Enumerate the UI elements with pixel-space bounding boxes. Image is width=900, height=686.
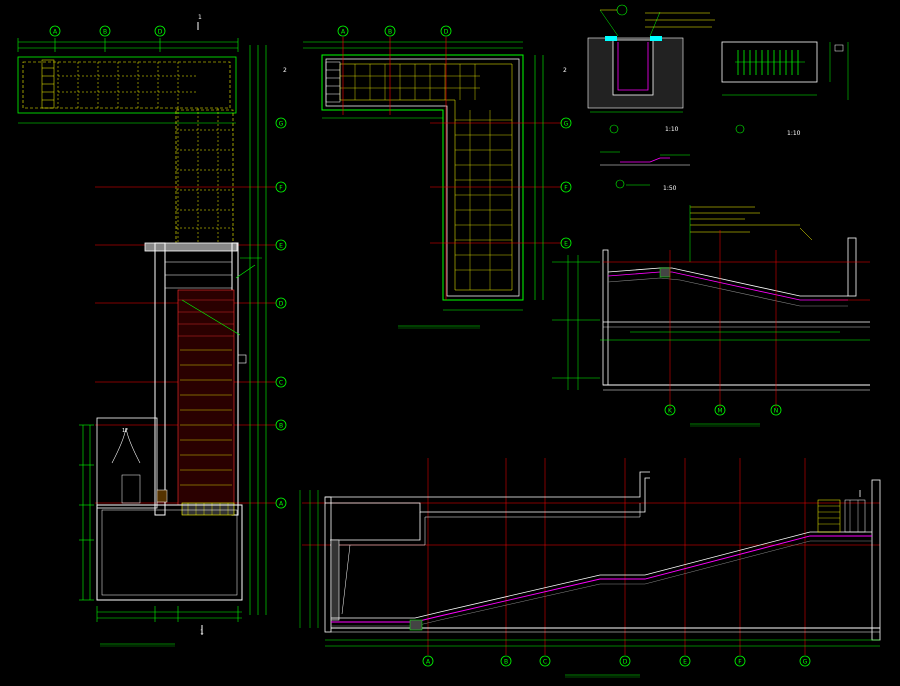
left-plan-top-grid-bubbles: A B D [49,25,166,37]
gate-label: 1F [122,428,128,434]
detail-1-scale: 1:10 [665,126,679,133]
detail-grate-plan[interactable]: 1:10 [721,41,849,137]
right-section-grid-bubbles: K M N [664,404,782,416]
svg-text:B: B [504,659,508,666]
detail-2-scale: 1:10 [787,130,801,137]
mid-plan-top-grid-bubbles: A B D [337,25,452,37]
svg-text:B: B [279,423,283,430]
svg-text:G: G [564,121,569,128]
detail-slope-profile[interactable]: 1:50 [600,151,690,192]
svg-text:B: B [388,29,392,36]
svg-text:E: E [564,241,568,248]
svg-text:F: F [738,659,742,666]
grid-label-d: D [158,29,163,36]
detail-drain-section[interactable]: 1:10 [587,4,715,134]
bottom-long-section[interactable]: A B C D E F G [299,458,881,678]
svg-text:D: D [279,301,284,308]
svg-text:D: D [444,29,449,36]
svg-text:F: F [564,185,568,192]
svg-text:K: K [668,408,673,415]
svg-text:G: G [279,121,284,128]
section-mark-left: 2 [283,67,287,74]
detail-3-scale: 1:50 [663,185,677,192]
svg-text:C: C [279,380,283,387]
svg-text:G: G [803,659,808,666]
left-plan-right-grid-bubbles: G F E D C B A [275,117,287,509]
grid-label-b: B [103,29,107,36]
svg-text:E: E [683,659,687,666]
bottom-section-grid-bubbles: A B C D E F G [422,655,811,667]
svg-text:M: M [717,408,722,415]
grid-label-a: A [53,29,58,36]
middle-ramp-plan[interactable]: A B D 2 2 [283,25,572,329]
svg-text:C: C [543,659,547,666]
mid-plan-right-grid-bubbles: G F E [560,117,572,249]
svg-text:F: F [279,185,283,192]
svg-text:N: N [774,408,779,415]
svg-text:A: A [279,501,284,508]
svg-text:A: A [341,29,346,36]
svg-text:E: E [279,243,283,250]
right-ramp-section[interactable]: K M N [552,205,870,427]
section-mark-right: 2 [563,67,567,74]
section-cut-mark-top: 1 [198,14,202,21]
svg-text:D: D [623,659,628,666]
left-ramp-plan[interactable]: A B D 1 [17,14,287,647]
svg-text:A: A [426,659,431,666]
